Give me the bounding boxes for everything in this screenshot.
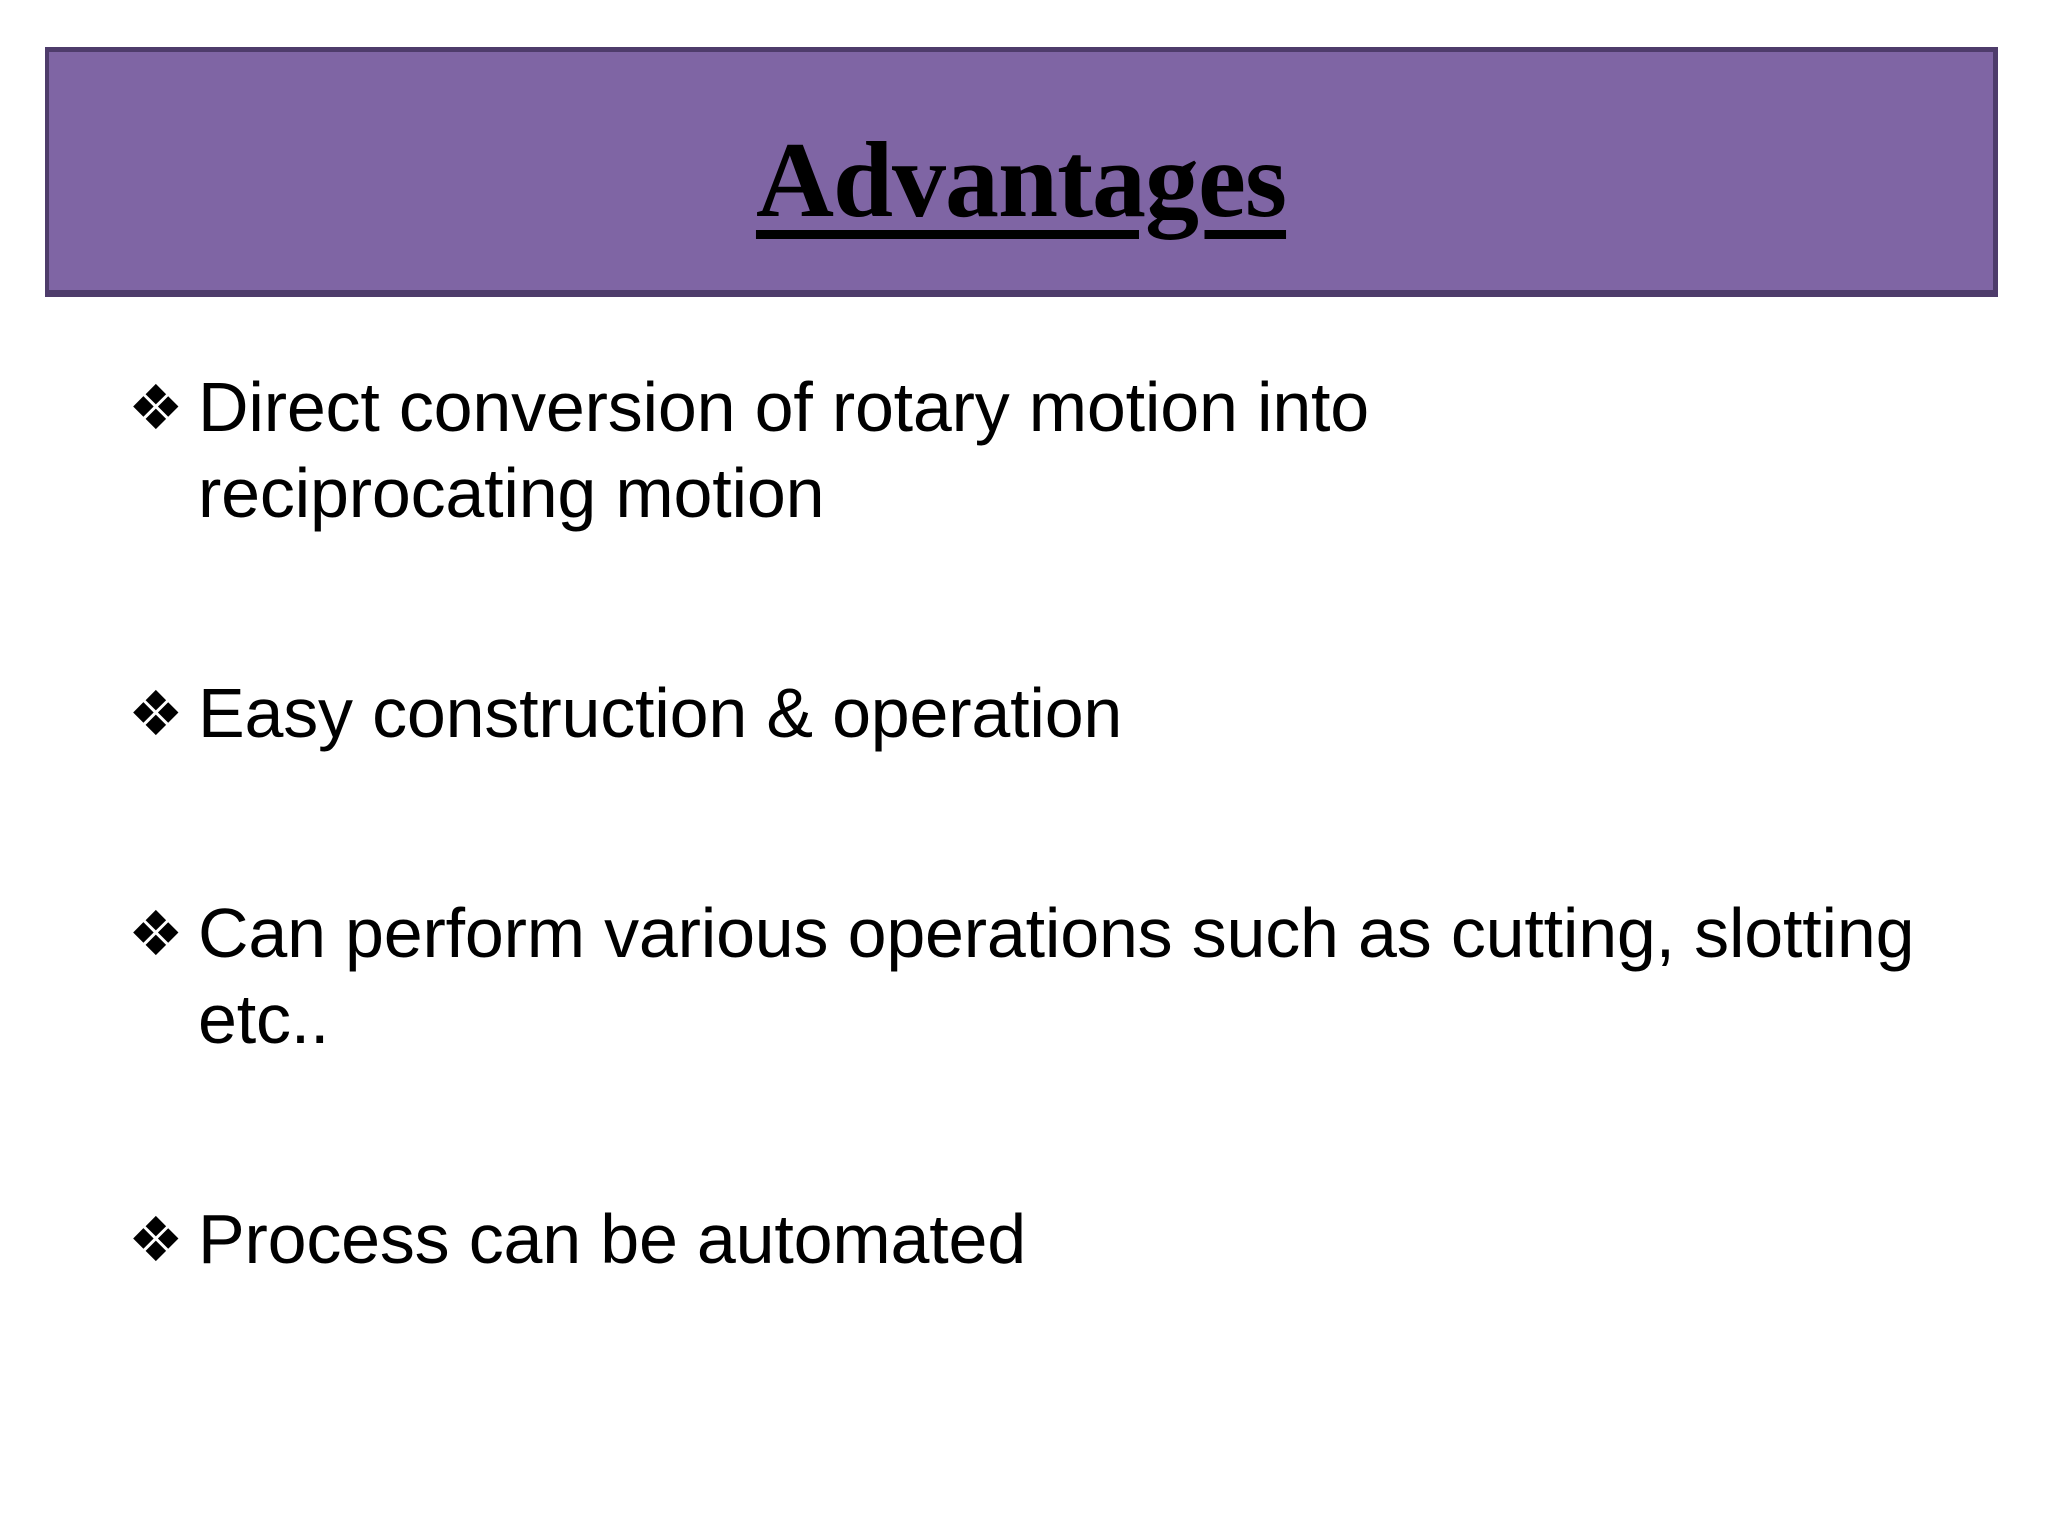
list-item: ❖ Easy construction & operation bbox=[128, 670, 1928, 756]
diamond-bullet-icon: ❖ bbox=[128, 371, 184, 444]
list-item-label: Direct conversion of rotary motion into … bbox=[198, 368, 1370, 532]
diamond-bullet-icon: ❖ bbox=[128, 677, 184, 750]
diamond-bullet-icon: ❖ bbox=[128, 897, 184, 970]
list-item: ❖ Process can be automated bbox=[128, 1196, 1928, 1282]
list-item-label: Easy construction & operation bbox=[198, 674, 1123, 752]
title-banner: Advantages bbox=[45, 47, 1998, 297]
list-item: ❖ Can perform various operations such as… bbox=[128, 890, 1928, 1062]
diamond-bullet-icon: ❖ bbox=[128, 1203, 184, 1276]
page-title: Advantages bbox=[755, 121, 1287, 240]
list-item-label: Can perform various operations such as c… bbox=[198, 894, 1915, 1058]
bullet-list: ❖ Direct conversion of rotary motion int… bbox=[128, 364, 1928, 1282]
list-item-label: Process can be automated bbox=[198, 1200, 1026, 1278]
list-item: ❖ Direct conversion of rotary motion int… bbox=[128, 364, 1928, 536]
